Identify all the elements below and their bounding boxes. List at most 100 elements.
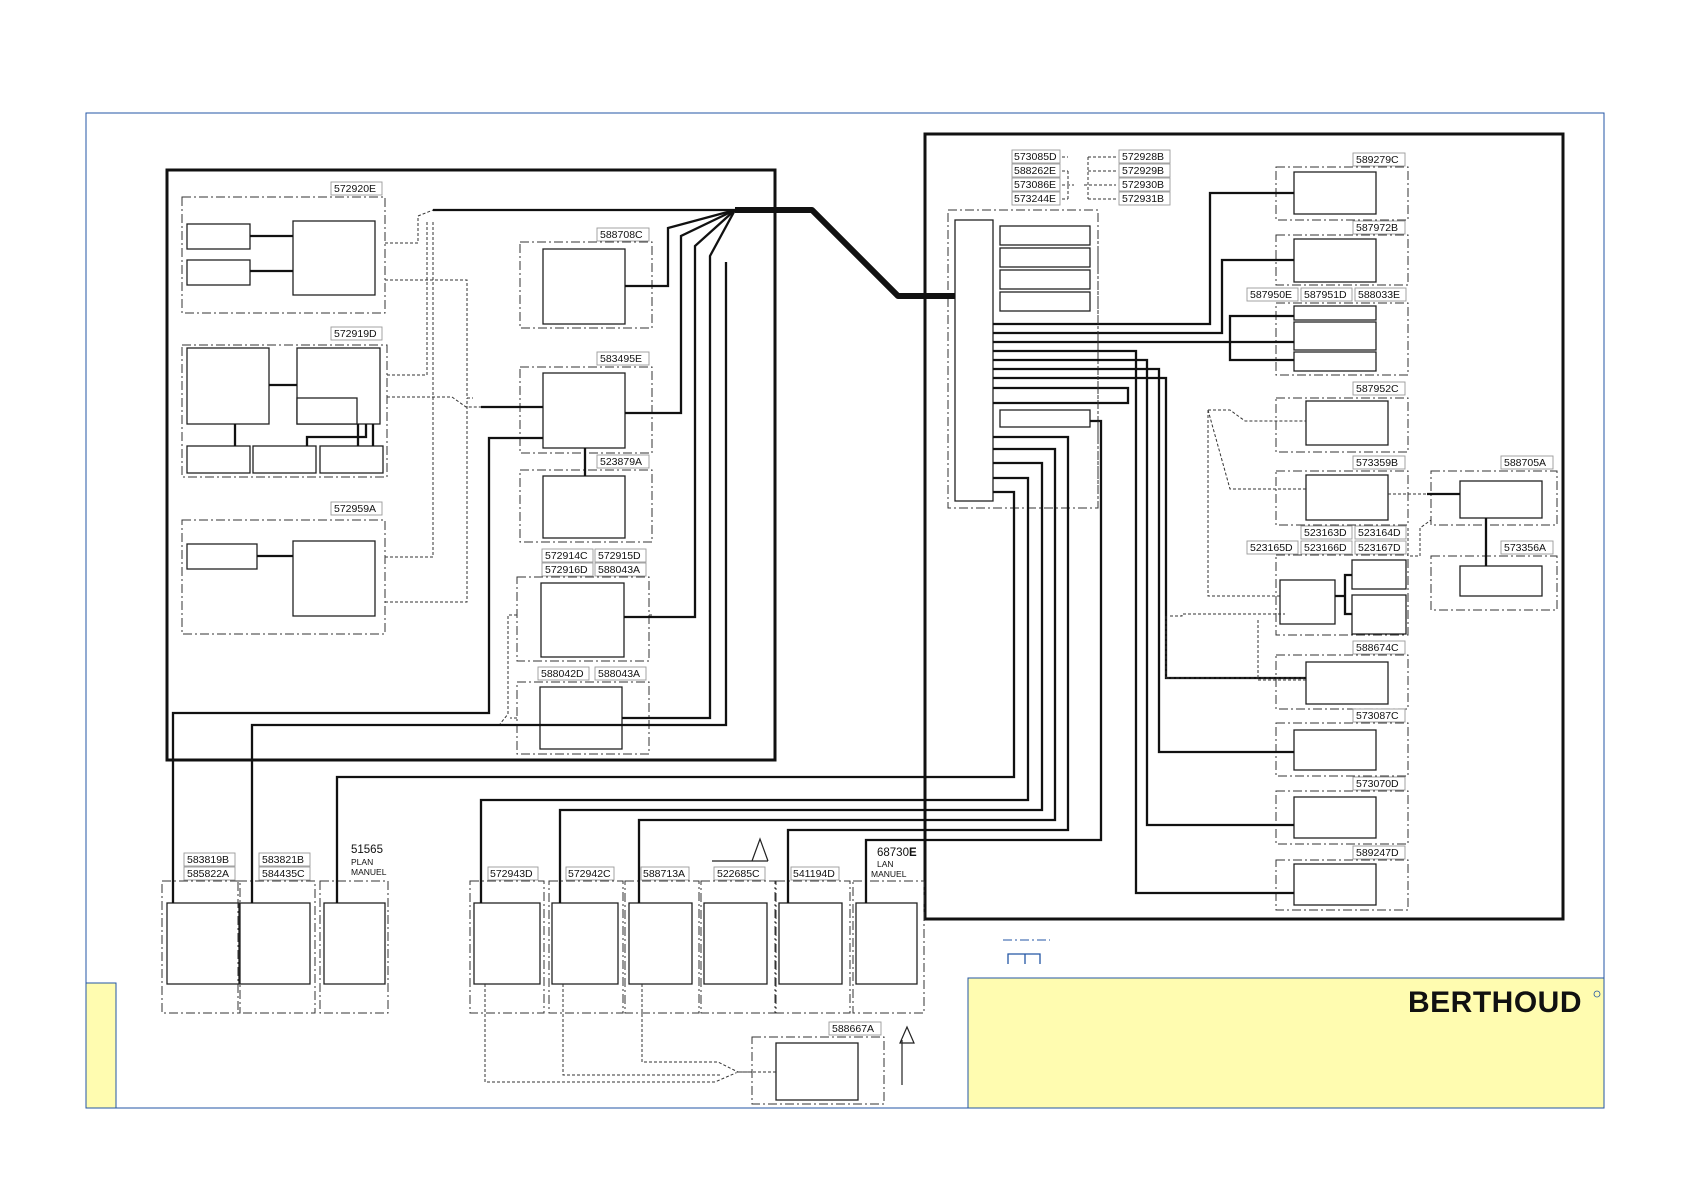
tag-523164D	[1354, 525, 1407, 540]
label-572919D: 572919D	[334, 328, 377, 340]
module-588708C	[542, 248, 626, 325]
tag-572915D	[594, 548, 647, 563]
signal-right-587952C	[1207, 409, 1306, 490]
tag-572916D	[541, 562, 594, 577]
tag-588713A	[640, 866, 690, 881]
module-central-slot-3	[999, 269, 1091, 290]
label-572931B: 572931B	[1122, 193, 1164, 205]
wire-588705A-573356A	[1427, 492, 1488, 566]
tag-588705A	[1500, 455, 1554, 470]
module-583821B	[239, 902, 311, 985]
label-583821B: 583821B	[262, 854, 304, 866]
module-572942C	[551, 902, 619, 985]
sheet-border	[85, 112, 1605, 1109]
label-572942C: 572942C	[568, 868, 611, 880]
tag-523166D	[1300, 540, 1353, 555]
label-573244E: 573244E	[1014, 193, 1056, 205]
module-central-slot-2	[999, 247, 1091, 268]
tag-573356A	[1500, 540, 1554, 555]
module-587972B	[1293, 238, 1377, 283]
label-572920E: 572920E	[334, 183, 376, 195]
module-523164D	[1351, 559, 1407, 590]
group-588705A	[1430, 470, 1558, 526]
module-523167D	[1351, 594, 1407, 635]
module-central-slot-5	[999, 409, 1091, 428]
signal-right-523-group	[1170, 410, 1306, 681]
tag-588708C	[596, 227, 650, 242]
module-572920E-b	[186, 259, 251, 286]
module-523165D	[1279, 579, 1336, 625]
wire-541194D	[786, 435, 1070, 903]
group-573070D	[1275, 790, 1409, 845]
label-587950E: 587950E	[1250, 289, 1292, 301]
group-588713A	[624, 880, 700, 1014]
label-522685C: 522685C	[717, 868, 760, 880]
wire-to-583819B	[171, 436, 543, 903]
arrow-up-icon	[899, 1025, 915, 1085]
tag-573244E	[1011, 191, 1061, 206]
tag-523163D	[1300, 525, 1353, 540]
module-572919D-c	[296, 397, 358, 425]
group-573087C	[1275, 722, 1409, 777]
group-587972B	[1275, 234, 1409, 286]
tag-523165D	[1246, 540, 1299, 555]
group-572919D	[181, 344, 388, 478]
tag-588042D	[537, 666, 590, 681]
label-583495E: 583495E	[600, 353, 642, 365]
tag-572959A	[330, 501, 383, 516]
module-572919D-d	[186, 445, 251, 474]
tag-572928B	[1118, 149, 1171, 164]
label-589247D: 589247D	[1356, 847, 1399, 859]
module-588705A	[1459, 480, 1543, 519]
tag-572943D	[487, 866, 539, 881]
module-583819B	[166, 902, 240, 985]
tag-541194D	[790, 866, 840, 881]
group-588667A	[751, 1036, 885, 1105]
group-541194D	[775, 880, 851, 1014]
tag-588262E	[1011, 163, 1061, 178]
wire-588708C	[625, 208, 736, 288]
label-541194D: 541194D	[793, 868, 835, 880]
company-logo: BERTHOUD	[1408, 986, 1582, 1019]
label-573356A: 573356A	[1504, 542, 1546, 554]
module-588667A	[775, 1042, 859, 1101]
tag-572931B	[1118, 191, 1171, 206]
tag-572919D	[330, 326, 383, 341]
wire-587972B	[993, 258, 1294, 335]
module-573356A	[1459, 565, 1543, 597]
tag-573086E	[1011, 177, 1061, 192]
wire-583495E	[481, 208, 736, 415]
module-572914C	[540, 582, 625, 658]
module-572943D	[473, 902, 541, 985]
label-573070D: 573070D	[1356, 778, 1399, 790]
label-588667A: 588667A	[832, 1023, 874, 1035]
wire-572943D	[479, 476, 1030, 903]
label-572915D: 572915D	[598, 550, 641, 562]
tag-583821B	[258, 852, 311, 867]
registered-mark	[1593, 990, 1601, 998]
module-588713A	[628, 902, 693, 985]
tag-587972B	[1352, 220, 1406, 235]
tag-573070D	[1352, 776, 1406, 791]
label-588674C: 588674C	[1356, 642, 1399, 654]
module-587951D	[1293, 321, 1377, 351]
label-572930B: 572930B	[1122, 179, 1164, 191]
warning-triangle-icon	[712, 837, 769, 862]
signal-572919D	[387, 220, 481, 408]
tag-572920E	[330, 181, 383, 196]
module-541194D	[778, 902, 843, 985]
group-plan-manuel	[319, 880, 389, 1014]
module-572919D-a	[186, 347, 270, 425]
titleblock-left-strip	[85, 982, 117, 1109]
label-572928B: 572928B	[1122, 151, 1164, 163]
signal-572914C	[499, 614, 652, 725]
wire-589247D	[993, 349, 1294, 895]
module-589247D	[1293, 863, 1377, 906]
tag-587952C	[1352, 381, 1406, 396]
wire-573070D	[993, 358, 1294, 827]
signal-572959A	[385, 220, 468, 603]
group-central-harness	[947, 209, 1099, 509]
tag-522685C	[713, 866, 766, 881]
label-587951D: 587951D	[1304, 289, 1347, 301]
